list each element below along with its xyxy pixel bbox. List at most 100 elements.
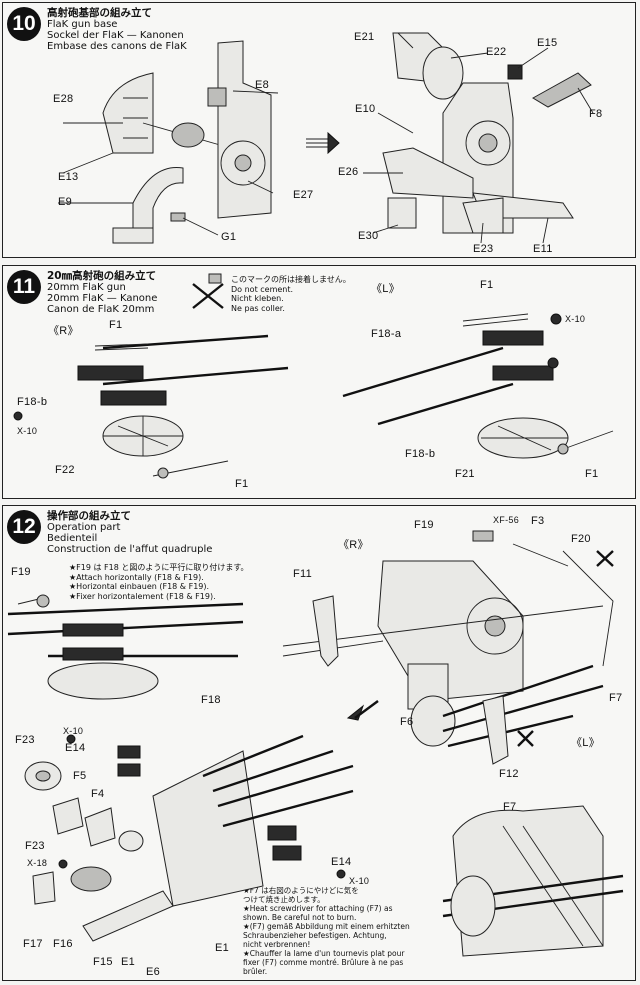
part-label: F12 — [499, 768, 519, 780]
paint-label: X-10 — [565, 314, 586, 324]
flak-gun-assembly-drawing — [13, 273, 614, 479]
title-en: Operation part — [47, 522, 121, 533]
part-label: F23 — [25, 840, 45, 852]
title-jp: 20㎜高射砲の組み立て — [47, 270, 157, 282]
note-line: ★F7 は右図のようにやけどに気を — [243, 886, 359, 895]
part-label: F3 — [531, 515, 545, 527]
no-cement-note: このマークの所は接着しません。 Do not cement. Nicht kle… — [231, 275, 351, 313]
part-label: F6 — [400, 716, 414, 728]
title-fr: Embase des canons de FlaK — [47, 41, 187, 52]
part-label: E30 — [358, 230, 379, 242]
note-line: ★(F7) gemäß Abbildung mit einem erhitzte… — [243, 922, 410, 931]
note-jp: ★F19 は F18 と図のように平行に取り付けます。 — [69, 563, 249, 572]
operation-part-assembly-drawing — [7, 530, 624, 957]
part-label: E11 — [533, 243, 553, 255]
part-label: F11 — [293, 568, 313, 580]
attach-note: ★F19 は F18 と図のように平行に取り付けます。 ★Attach hori… — [69, 563, 249, 601]
side-label: 《R》 — [48, 325, 79, 337]
part-label: F15 — [93, 956, 113, 968]
part-label: F5 — [73, 770, 87, 782]
title-de: Bedienteil — [47, 533, 98, 544]
note-line: fixer (F7) comme montré. Brûlure à ne pa… — [243, 958, 404, 967]
note-line: nicht verbrennen! — [243, 940, 311, 949]
part-label: F18-b — [405, 448, 436, 460]
part-label: F19 — [11, 566, 31, 578]
step-number-badge: 11 — [7, 270, 41, 304]
step-heading: 高射砲基部の組み立て FlaK gun base Sockel der FlaK… — [47, 7, 187, 53]
part-label: E8 — [255, 79, 270, 91]
part-label: E14 — [65, 742, 86, 754]
gun-base-assembly-drawing — [58, 32, 594, 244]
part-label: E15 — [537, 37, 558, 49]
part-label: E27 — [293, 189, 314, 201]
step-number-badge: 12 — [7, 510, 41, 544]
part-label: E9 — [58, 196, 73, 208]
no-cement-icon — [192, 273, 224, 309]
part-label: E1 — [215, 942, 230, 954]
step-11-panel: 11 20㎜高射砲の組み立て 20mm FlaK gun 20mm FlaK —… — [2, 265, 636, 499]
note-line: ★Heat screwdriver for attaching (F7) as — [243, 904, 393, 913]
part-label: F1 — [109, 319, 123, 331]
title-de: 20mm FlaK — Kanone — [47, 293, 158, 304]
part-label: E10 — [355, 103, 376, 115]
part-label: E23 — [473, 243, 494, 255]
paint-label: X-18 — [27, 858, 48, 868]
paint-label: X-10 — [349, 876, 370, 886]
part-label: G1 — [221, 231, 237, 243]
part-label: F4 — [91, 788, 105, 800]
note-de: Nicht kleben. — [231, 294, 284, 303]
part-label: F1 — [480, 279, 494, 291]
part-label: F23 — [15, 734, 35, 746]
note-line: shown. Be careful not to burn. — [243, 913, 357, 922]
part-label: F16 — [53, 938, 73, 950]
part-label: E6 — [146, 966, 161, 978]
part-label: E1 — [121, 956, 136, 968]
paint-label: X-10 — [63, 726, 84, 736]
part-label: E26 — [338, 166, 359, 178]
part-label: F8 — [589, 108, 603, 120]
note-fr: Ne pas coller. — [231, 303, 285, 313]
side-label: 《L》 — [371, 283, 401, 295]
title-fr: Canon de FlaK 20mm — [47, 304, 155, 315]
note-en: Do not cement. — [231, 284, 294, 294]
part-label: F18 — [201, 694, 221, 706]
side-label: 《R》 — [338, 539, 369, 551]
note-line: つけて焼き止めします。 — [243, 895, 325, 904]
part-label: F1 — [585, 468, 599, 480]
note-line: brûler. — [243, 967, 268, 976]
part-label: F18-a — [371, 328, 402, 340]
part-label: E21 — [354, 31, 375, 43]
step-number-badge: 10 — [7, 7, 41, 41]
part-label: F17 — [23, 938, 43, 950]
paint-label: X-10 — [17, 426, 38, 436]
title-fr: Construction de l'affut quadruple — [47, 544, 213, 555]
part-label: E13 — [58, 171, 79, 183]
part-label: E14 — [331, 856, 352, 868]
part-label: F20 — [571, 533, 591, 545]
title-en: FlaK gun base — [47, 19, 118, 30]
note-en: ★Attach horizontally (F18 & F19). — [69, 572, 204, 582]
part-label: F18-b — [17, 396, 48, 408]
part-label: F19 — [414, 519, 434, 531]
note-line: ★Chauffer la lame d'un tournevis plat po… — [243, 949, 405, 958]
part-label: F7 — [503, 801, 517, 813]
note-de: ★Horizontal einbauen (F18 & F19). — [69, 582, 210, 591]
title-jp: 高射砲基部の組み立て — [47, 7, 152, 19]
paint-label: XF-56 — [493, 515, 520, 525]
heat-note: ★F7 は右図のようにやけどに気を つけて焼き止めします。 ★Heat scre… — [243, 886, 410, 976]
note-line: Schraubenzieher befestigen. Achtung, — [243, 931, 387, 940]
side-label: 《L》 — [571, 737, 601, 749]
part-label: F22 — [55, 464, 75, 476]
step-10-panel: 10 高射砲基部の組み立て FlaK gun base Sockel der F… — [2, 2, 636, 258]
title-en: 20mm FlaK gun — [47, 282, 126, 293]
step-heading: 20㎜高射砲の組み立て 20mm FlaK gun 20mm FlaK — Ka… — [47, 270, 158, 316]
part-label: F7 — [609, 692, 623, 704]
note-jp: このマークの所は接着しません。 — [231, 275, 351, 284]
step-heading: 操作部の組み立て Operation part Bedienteil Const… — [47, 511, 213, 556]
title-de: Sockel der FlaK — Kanonen — [47, 30, 184, 41]
part-label: F21 — [455, 468, 475, 480]
part-label: E28 — [53, 93, 74, 105]
part-label: E22 — [486, 46, 507, 58]
step-12-panel: 12 操作部の組み立て Operation part Bedienteil Co… — [2, 505, 636, 981]
